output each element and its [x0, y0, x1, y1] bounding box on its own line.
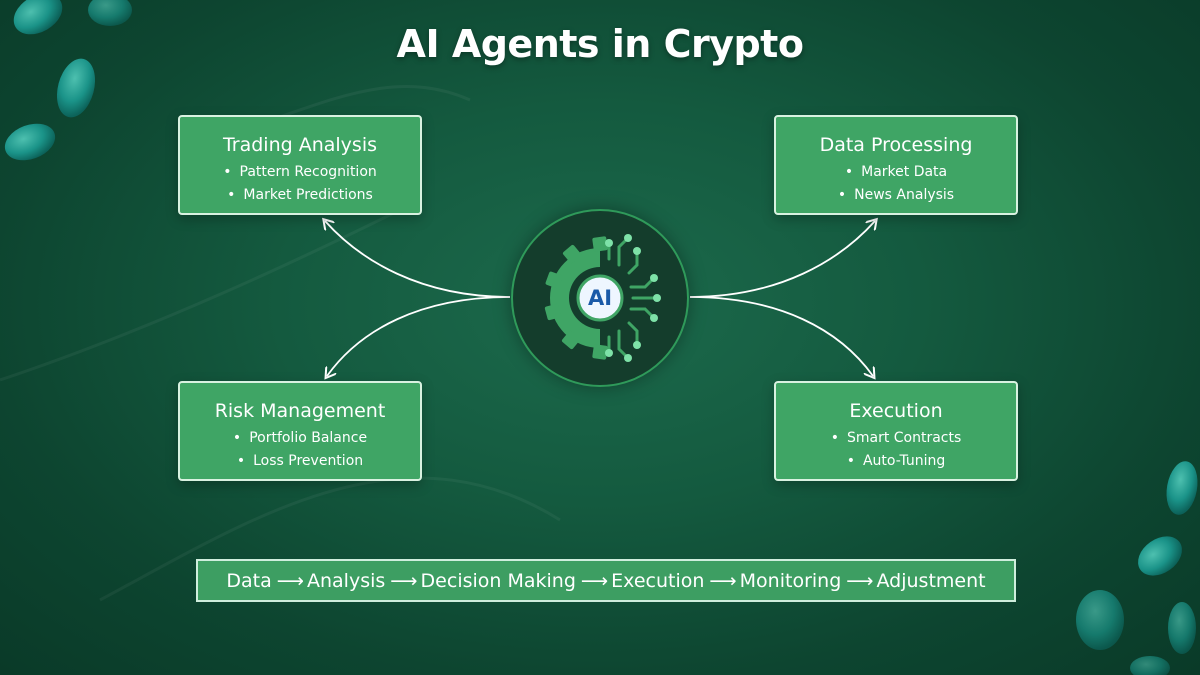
flow-step-decision-making: Decision Making — [420, 569, 576, 592]
arrow-to-trading-analysis — [325, 221, 511, 298]
list-item: Loss Prevention — [180, 450, 420, 473]
card-risk-management: Risk Management Portfolio Balance Loss P… — [178, 381, 422, 481]
process-flow-bar: Data ⟶ Analysis ⟶ Decision Making ⟶ Exec… — [196, 559, 1016, 602]
flow-arrow-icon: ⟶ — [709, 569, 736, 592]
list-item: Market Data — [776, 161, 1016, 184]
flow-step-adjustment: Adjustment — [876, 569, 986, 592]
card-title: Execution — [849, 400, 943, 422]
arrow-to-execution — [689, 296, 873, 376]
list-item: Smart Contracts — [776, 427, 1016, 450]
card-execution: Execution Smart Contracts Auto-Tuning — [774, 381, 1018, 481]
list-item: Market Predictions — [180, 184, 420, 207]
page-title: AI Agents in Crypto — [396, 22, 804, 66]
flow-arrow-icon: ⟶ — [846, 569, 873, 592]
list-item: Pattern Recognition — [180, 161, 420, 184]
list-item: News Analysis — [776, 184, 1016, 207]
ai-gear-circuit-icon — [544, 234, 661, 362]
card-title: Risk Management — [214, 400, 386, 422]
flow-step-execution: Execution — [611, 569, 705, 592]
flow-arrow-icon: ⟶ — [276, 569, 304, 592]
card-data-processing: Data Processing Market Data News Analysi… — [774, 115, 1018, 215]
card-title: Data Processing — [819, 134, 973, 156]
card-trading-analysis: Trading Analysis Pattern Recognition Mar… — [178, 115, 422, 215]
flow-step-analysis: Analysis — [307, 569, 386, 592]
arrow-to-data-processing — [689, 221, 875, 298]
ai-hub: AI — [511, 209, 689, 387]
card-title: Trading Analysis — [222, 134, 378, 156]
flow-step-monitoring: Monitoring — [739, 569, 842, 592]
list-item: Portfolio Balance — [180, 427, 420, 450]
flow-arrow-icon: ⟶ — [390, 569, 417, 592]
flow-step-data: Data — [226, 569, 272, 592]
flow-arrow-icon: ⟶ — [580, 569, 608, 592]
arrow-to-risk-management — [327, 296, 511, 376]
list-item: Auto-Tuning — [776, 450, 1016, 473]
ai-label: AI — [587, 286, 613, 310]
